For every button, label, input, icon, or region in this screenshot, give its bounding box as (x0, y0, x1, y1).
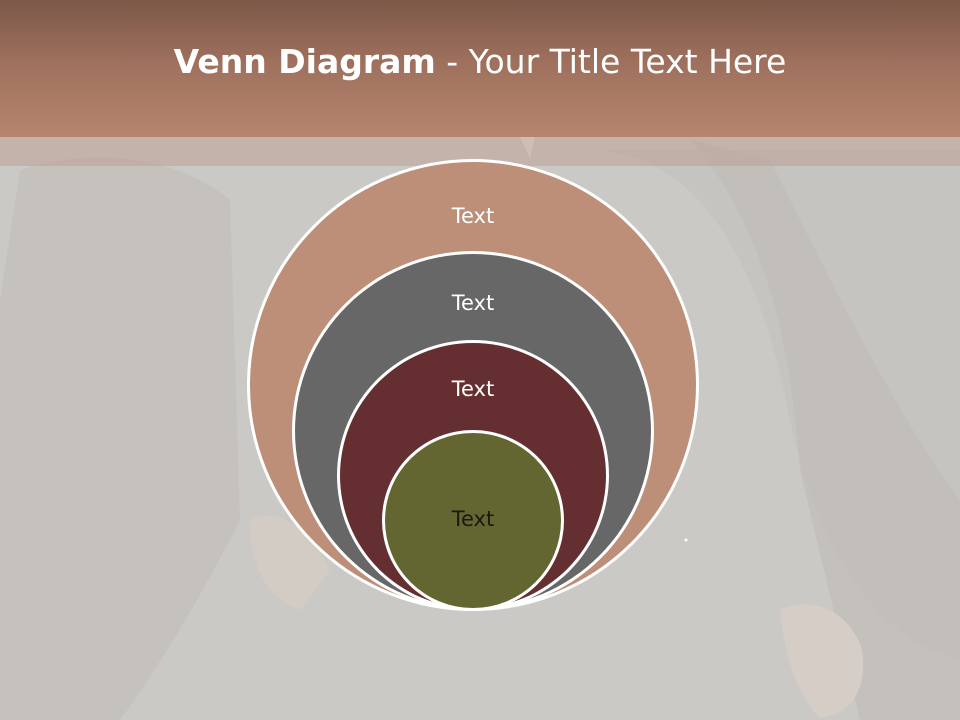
outer-circle-label: Text (451, 204, 495, 228)
title-bold-text: Venn Diagram (173, 42, 436, 81)
inner-circle-label: Text (451, 507, 495, 531)
title-bar (0, 0, 960, 137)
second-circle-label: Text (451, 291, 495, 315)
third-circle-label: Text (451, 377, 495, 401)
title-rest-text: - Your Title Text Here (435, 42, 787, 81)
inner-circle (382, 430, 564, 611)
slide-title: Venn Diagram - Your Title Text Here (0, 40, 960, 84)
